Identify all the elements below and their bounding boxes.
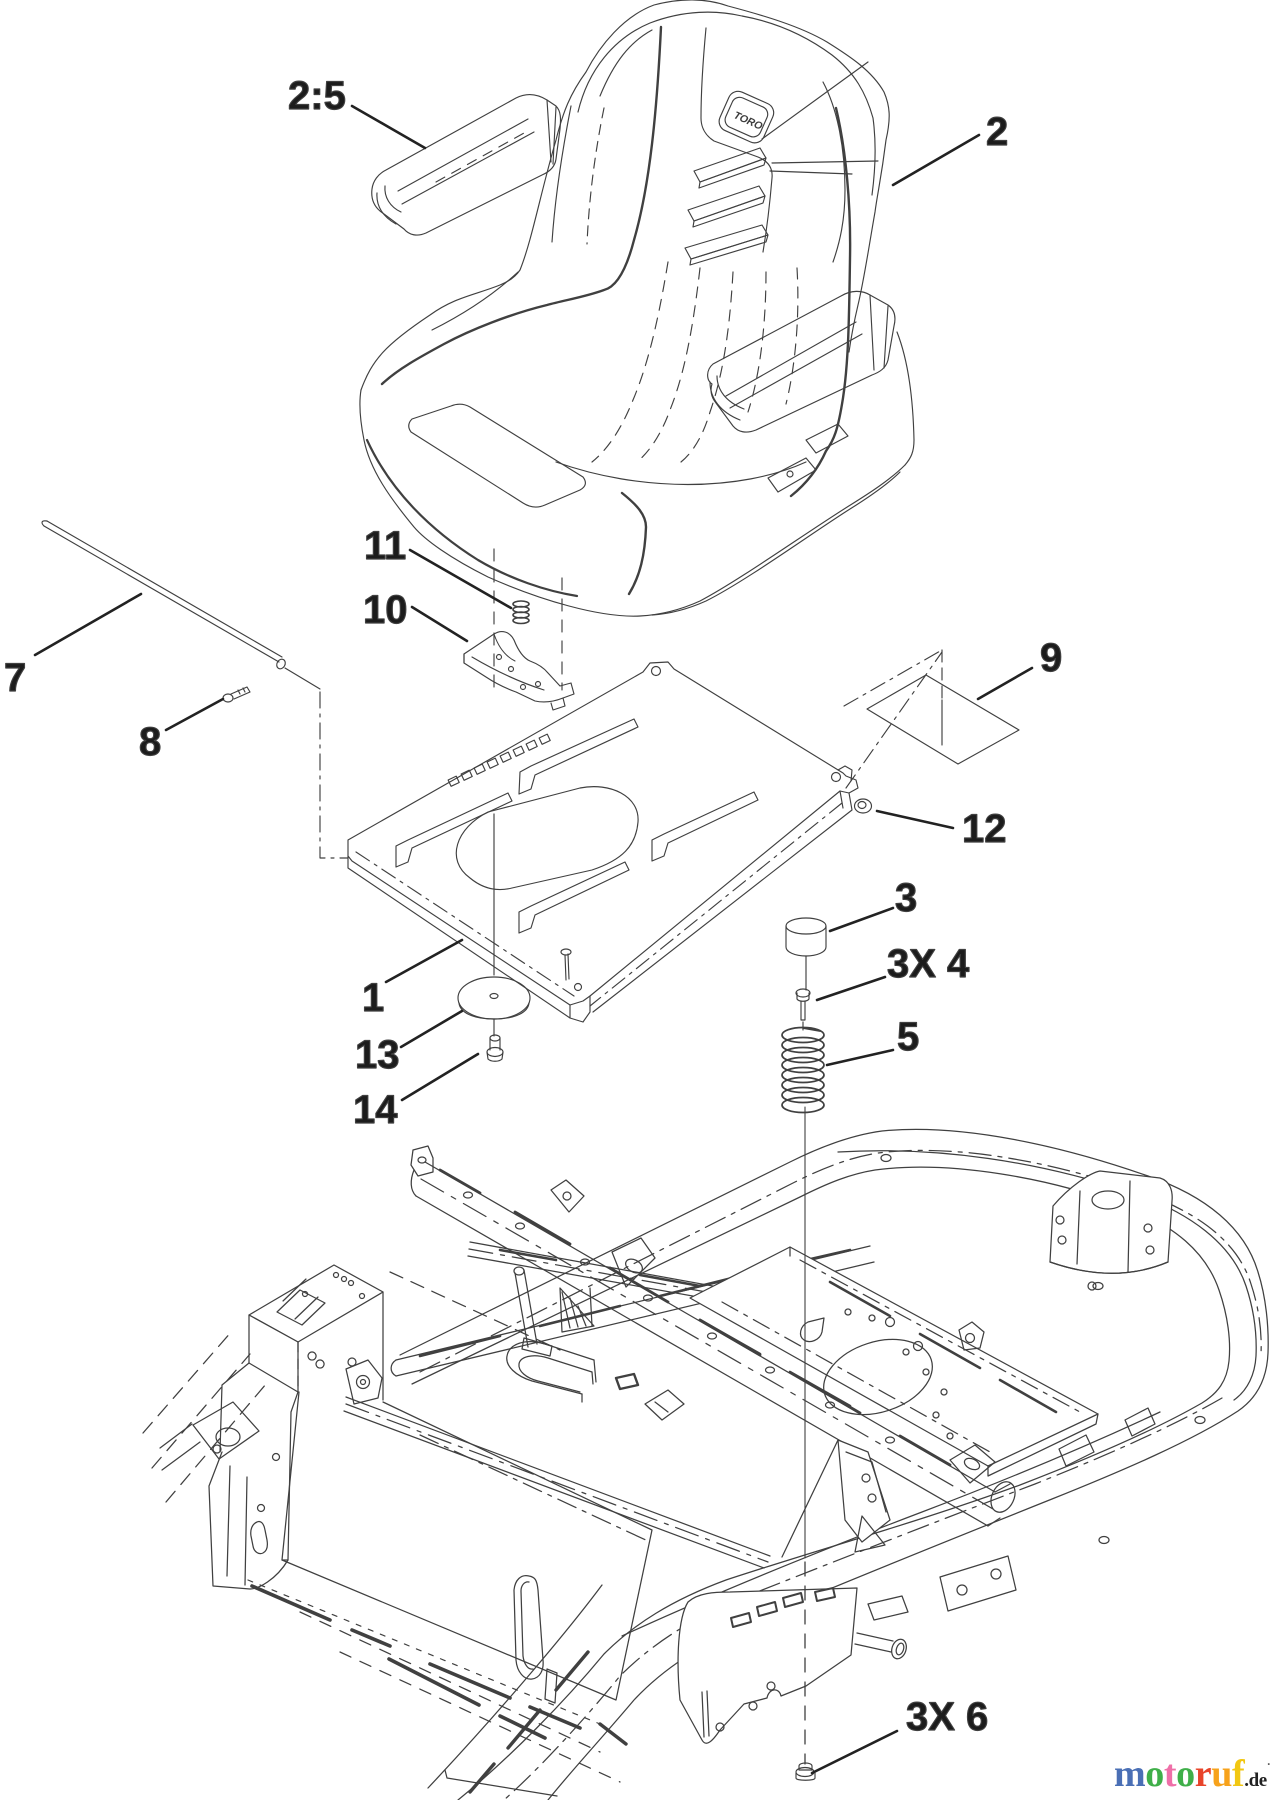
svg-text:5: 5 — [897, 1015, 919, 1059]
svg-text:TORO: TORO — [732, 109, 764, 132]
svg-text:11: 11 — [364, 524, 406, 568]
svg-text:14: 14 — [353, 1088, 398, 1132]
svg-text:2: 2 — [986, 110, 1008, 154]
svg-text:2:5: 2:5 — [288, 74, 346, 118]
svg-text:1: 1 — [362, 976, 384, 1020]
svg-text:13: 13 — [355, 1033, 400, 1077]
svg-text:8: 8 — [139, 720, 161, 764]
svg-text:9: 9 — [1040, 636, 1062, 680]
svg-text:10: 10 — [363, 588, 408, 632]
svg-text:3: 3 — [895, 876, 917, 920]
svg-text:7: 7 — [4, 656, 26, 700]
svg-text:3X 4: 3X 4 — [887, 942, 970, 986]
svg-text:12: 12 — [962, 807, 1007, 851]
svg-text:3X 6: 3X 6 — [906, 1695, 988, 1739]
